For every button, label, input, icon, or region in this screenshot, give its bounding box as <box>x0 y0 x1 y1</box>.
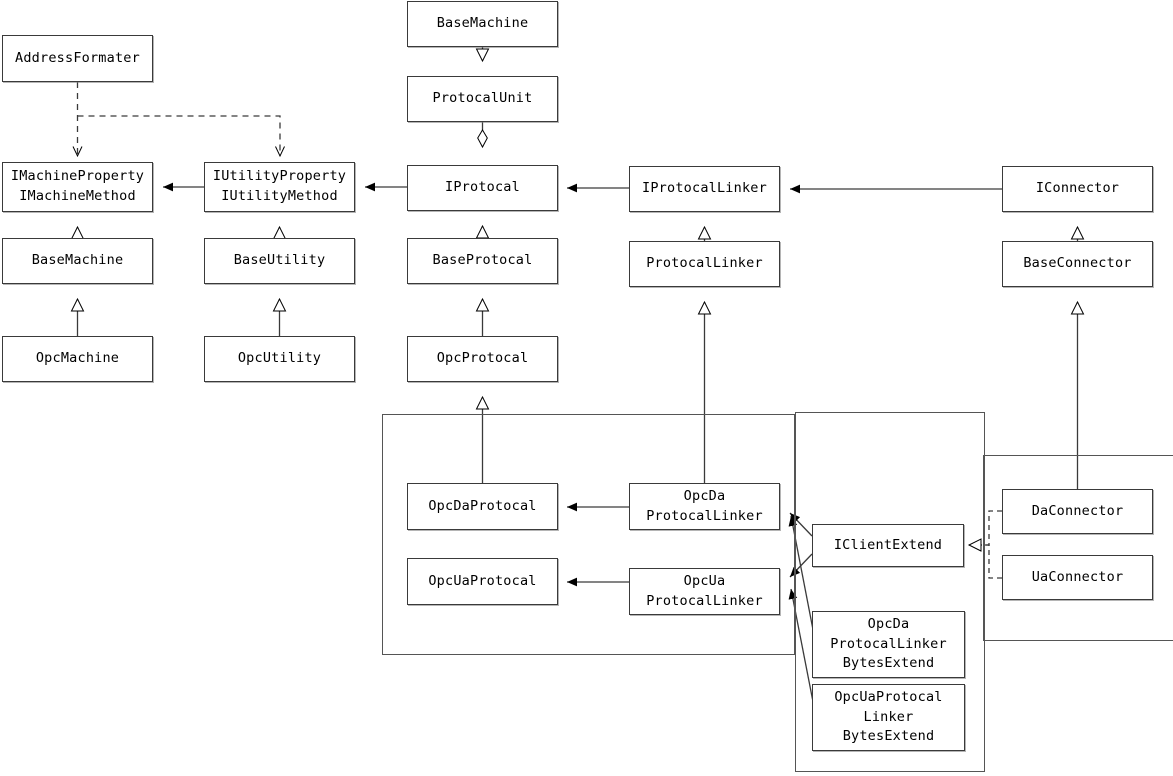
class-box-opcUtility[interactable]: OpcUtility <box>204 336 355 382</box>
class-box-baseProtocal[interactable]: BaseProtocal <box>407 238 558 284</box>
class-box-baseConnector[interactable]: BaseConnector <box>1002 241 1153 287</box>
class-box-opcDaBytesExtend[interactable]: OpcDa ProtocalLinker BytesExtend <box>812 611 965 678</box>
class-box-baseMachine-top[interactable]: BaseMachine <box>407 1 558 47</box>
class-box-baseUtility[interactable]: BaseUtility <box>204 238 355 284</box>
class-box-uaConnector[interactable]: UaConnector <box>1002 555 1153 600</box>
class-box-protocalLinker[interactable]: ProtocalLinker <box>629 241 780 287</box>
class-box-opcMachine[interactable]: OpcMachine <box>2 336 153 382</box>
class-box-addressFormater[interactable]: AddressFormater <box>2 35 153 82</box>
protocal-group-frame <box>382 414 795 655</box>
class-box-opcUaProtocalLinker[interactable]: OpcUa ProtocalLinker <box>629 568 780 615</box>
class-box-iMachine[interactable]: IMachineProperty IMachineMethod <box>2 162 153 212</box>
class-box-opcDaProtocal[interactable]: OpcDaProtocal <box>407 483 558 530</box>
class-box-opcUaProtocal[interactable]: OpcUaProtocal <box>407 558 558 605</box>
class-box-iProtocalLinker[interactable]: IProtocalLinker <box>629 166 780 212</box>
edge-addressFormater-to-iUtility <box>77 115 285 158</box>
class-box-iUtility[interactable]: IUtilityProperty IUtilityMethod <box>204 162 355 212</box>
class-box-baseMachine-left[interactable]: BaseMachine <box>2 238 153 284</box>
class-box-iConnector[interactable]: IConnector <box>1002 166 1153 212</box>
class-box-iProtocal[interactable]: IProtocal <box>407 165 558 211</box>
class-box-iClientExtend[interactable]: IClientExtend <box>812 524 964 567</box>
class-box-protocalUnit[interactable]: ProtocalUnit <box>407 76 558 122</box>
class-box-opcDaProtocalLinker[interactable]: OpcDa ProtocalLinker <box>629 483 780 530</box>
class-box-opcProtocal[interactable]: OpcProtocal <box>407 336 558 382</box>
connector-group-frame <box>983 455 1173 641</box>
class-box-daConnector[interactable]: DaConnector <box>1002 489 1153 534</box>
class-box-opcUaBytesExtend[interactable]: OpcUaProtocal Linker BytesExtend <box>812 684 965 751</box>
